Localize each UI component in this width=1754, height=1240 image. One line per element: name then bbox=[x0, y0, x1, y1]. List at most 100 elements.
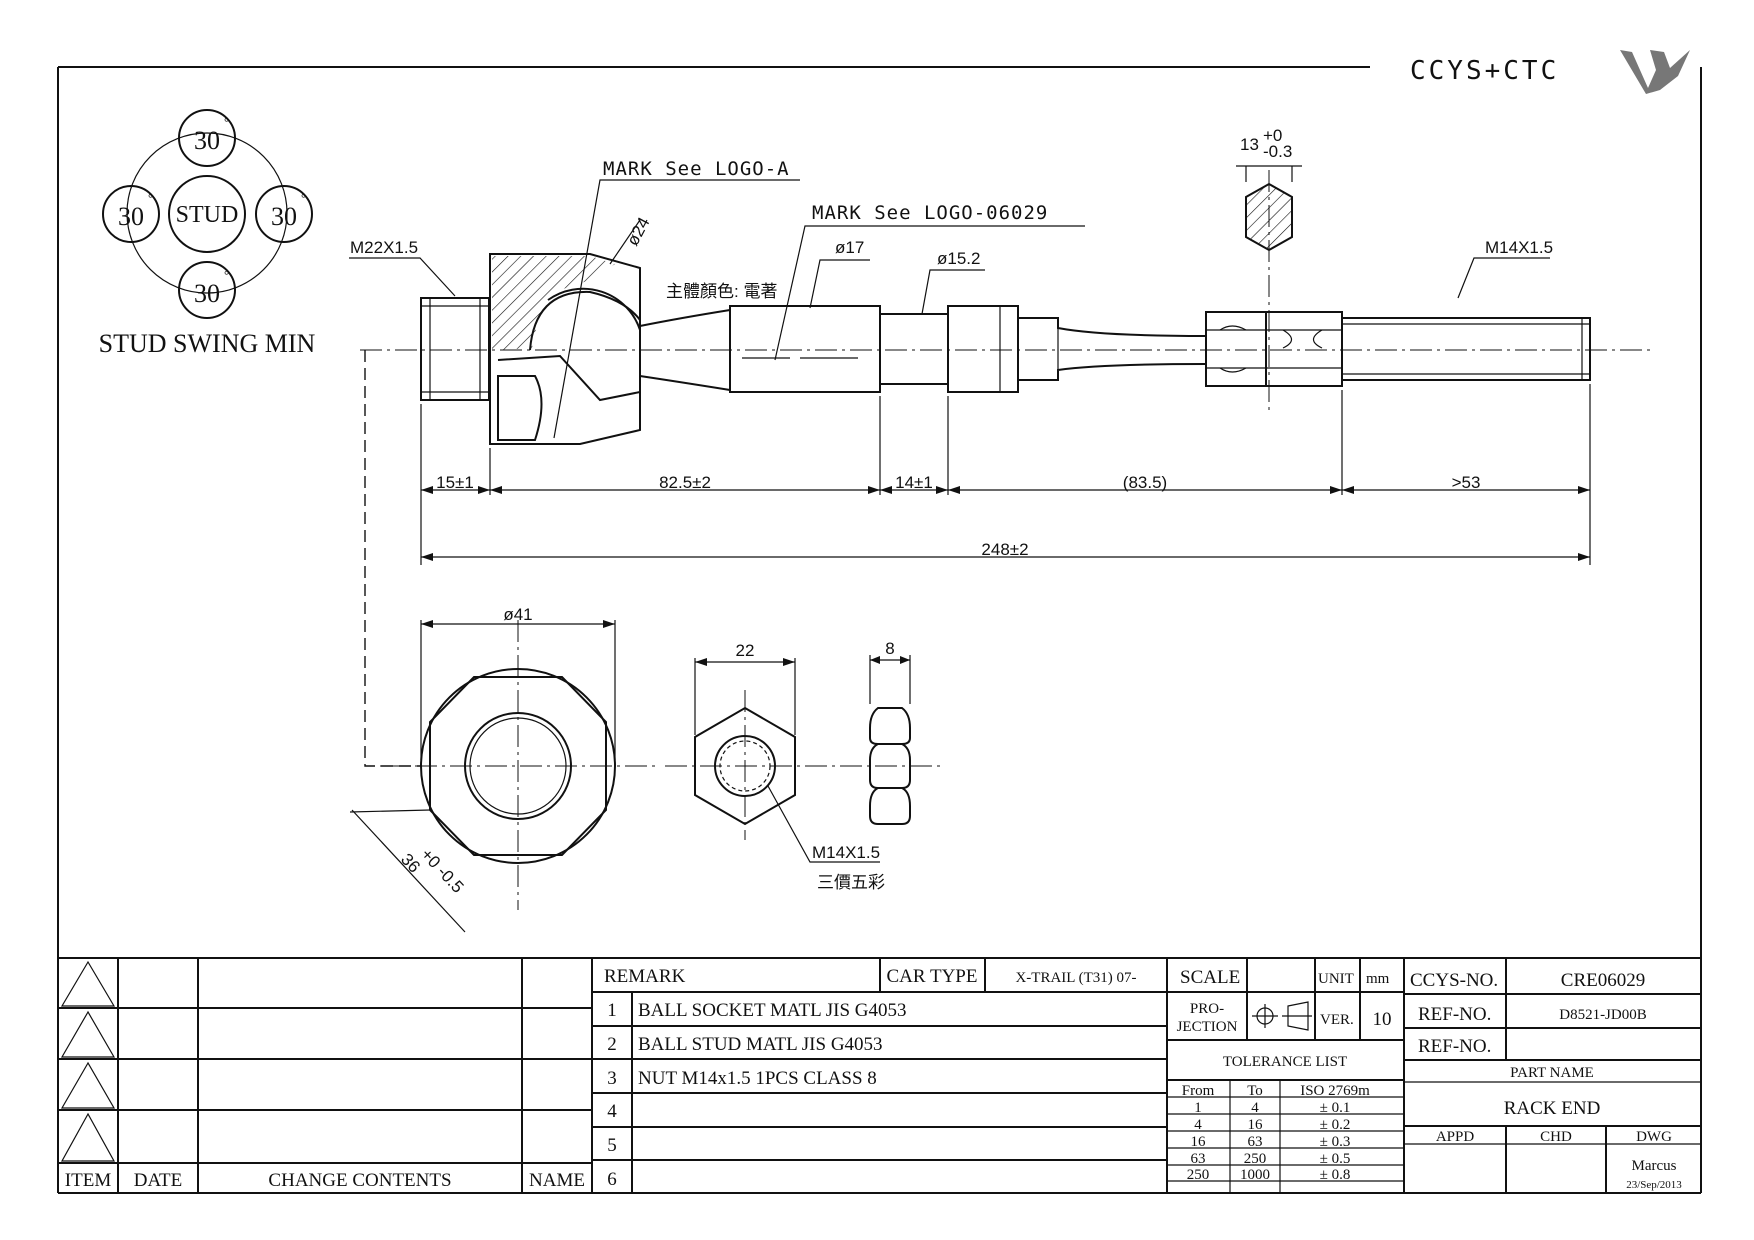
car-type-label: CAR TYPE bbox=[887, 966, 978, 987]
dim-15: 15±1 bbox=[436, 473, 474, 492]
thread-right-callout: M14X1.5 bbox=[1485, 238, 1553, 257]
stud-swing-angle-bottom: 30 bbox=[194, 279, 220, 308]
tolerance-cell: 250 bbox=[1244, 1151, 1267, 1167]
projection-label: JECTION bbox=[1177, 1019, 1238, 1035]
nut-side-view: 8 bbox=[869, 639, 911, 825]
remark-text: BALL SOCKET MATL JIS G4053 bbox=[638, 1000, 906, 1021]
remark-header: REMARK bbox=[604, 966, 686, 987]
appd-label: APPD bbox=[1436, 1129, 1475, 1145]
brand-emblem-icon bbox=[1620, 50, 1690, 94]
mark-logo-a-callout: MARK See LOGO-A bbox=[603, 158, 790, 180]
remark-no: 2 bbox=[607, 1034, 617, 1055]
ref-no2-label: REF-NO. bbox=[1418, 1036, 1491, 1057]
title-block: ITEM DATE CHANGE CONTENTS NAME REMARK CA… bbox=[58, 957, 1701, 1193]
remark-no: 4 bbox=[607, 1101, 617, 1122]
tolerance-cell: 1000 bbox=[1240, 1167, 1270, 1183]
brand-logo-text: CCYS+CTC bbox=[1410, 56, 1559, 86]
dwg-label: DWG bbox=[1636, 1129, 1672, 1145]
part-name-label: PART NAME bbox=[1510, 1065, 1594, 1081]
unit-label: UNIT bbox=[1318, 971, 1354, 987]
tolerance-cell: ± 0.2 bbox=[1320, 1117, 1351, 1133]
remark-no: 5 bbox=[607, 1135, 617, 1156]
degree-symbol: ° bbox=[224, 267, 229, 282]
remark-no: 6 bbox=[607, 1169, 617, 1190]
stud-swing-angle-left: 30 bbox=[118, 202, 144, 231]
scale-label: SCALE bbox=[1180, 967, 1240, 988]
nut-finish-note: 三價五彩 bbox=[817, 873, 885, 892]
hex-dim-label: 13 bbox=[1240, 135, 1259, 154]
dim-82-5: 82.5±2 bbox=[659, 473, 711, 492]
hex-dim-tol-lower: -0.3 bbox=[1263, 142, 1292, 161]
tolerance-cell: ± 0.8 bbox=[1320, 1167, 1351, 1183]
tolerance-cell: ± 0.3 bbox=[1320, 1134, 1351, 1150]
tolerance-cell: 4 bbox=[1194, 1117, 1202, 1133]
callouts: MARK See LOGO-A MARK See LOGO-06029 主體顏色… bbox=[349, 158, 1553, 439]
ref-no-label: REF-NO. bbox=[1418, 1004, 1491, 1025]
body-color-note: 主體顏色: 電著 bbox=[666, 282, 777, 301]
tolerance-title: TOLERANCE LIST bbox=[1223, 1054, 1347, 1070]
remark-text: NUT M14x1.5 1PCS CLASS 8 bbox=[638, 1068, 877, 1089]
remark-no: 1 bbox=[607, 1000, 617, 1021]
tolerance-cell: 16 bbox=[1248, 1117, 1264, 1133]
ccys-no-label: CCYS-NO. bbox=[1410, 970, 1498, 991]
degree-symbol: ° bbox=[301, 190, 306, 205]
tolerance-cell: 250 bbox=[1187, 1167, 1210, 1183]
ccys-no-value: CRE06029 bbox=[1561, 970, 1645, 991]
tolerance-cell: 1 bbox=[1194, 1100, 1202, 1116]
tolerance-cell: ± 0.5 bbox=[1320, 1151, 1351, 1167]
view-projection-line bbox=[364, 350, 420, 767]
hex-dim-tol-upper: +0 bbox=[1263, 126, 1282, 145]
tolerance-cell: ± 0.1 bbox=[1320, 1100, 1351, 1116]
part-name-value: RACK END bbox=[1504, 1098, 1601, 1119]
tolerance-cell: 63 bbox=[1191, 1151, 1206, 1167]
sheet-border bbox=[57, 66, 1702, 1194]
tolerance-cell: 4 bbox=[1251, 1100, 1259, 1116]
dwg-name: Marcus bbox=[1632, 1158, 1677, 1174]
col-name: NAME bbox=[529, 1170, 585, 1191]
ver-label: VER. bbox=[1320, 1012, 1354, 1028]
col-date: DATE bbox=[134, 1170, 183, 1191]
degree-symbol: ° bbox=[224, 114, 229, 129]
unit-value: mm bbox=[1366, 971, 1390, 987]
degree-symbol: ° bbox=[148, 190, 153, 205]
stud-swing-angle-top: 30 bbox=[194, 126, 220, 155]
dia-24-label: ø24 bbox=[623, 214, 654, 249]
dia-15-2-label: ø15.2 bbox=[937, 249, 980, 268]
nut-front-view: 22 M14X1.5 三價五彩 bbox=[665, 641, 945, 892]
car-type-value: X-TRAIL (T31) 07- bbox=[1015, 970, 1136, 986]
dia-17-label: ø17 bbox=[835, 238, 864, 257]
third-angle-projection-icon bbox=[1252, 1001, 1312, 1031]
ref-no-value: D8521-JD00B bbox=[1559, 1007, 1647, 1023]
col-change-contents: CHANGE CONTENTS bbox=[268, 1170, 451, 1191]
dim-total-248: 248±2 bbox=[981, 540, 1028, 559]
dwg-date: 23/Sep/2013 bbox=[1626, 1179, 1682, 1191]
stud-swing-title: STUD SWING MIN bbox=[99, 329, 316, 358]
dim-83-5: (83.5) bbox=[1123, 473, 1167, 492]
projection-label: PRO- bbox=[1190, 1001, 1224, 1017]
stud-swing-angle-right: 30 bbox=[271, 202, 297, 231]
stud-label: STUD bbox=[176, 202, 239, 228]
revision-triangle-icon bbox=[60, 960, 116, 1162]
dim-53: >53 bbox=[1452, 473, 1481, 492]
remark-no: 3 bbox=[607, 1068, 617, 1089]
dim-dia-41: ø41 bbox=[503, 605, 532, 624]
tolerance-header: ISO 2769m bbox=[1300, 1083, 1370, 1099]
chd-label: CHD bbox=[1540, 1129, 1572, 1145]
dimension-chain: 15±1 82.5±2 14±1 (83.5) >53 248±2 bbox=[420, 384, 1591, 565]
dim-nut-8: 8 bbox=[885, 639, 894, 658]
tolerance-header: From bbox=[1182, 1083, 1215, 1099]
dim-nut-22: 22 bbox=[736, 641, 755, 660]
stud-swing-diagram: 30 ° 30 ° 30 ° 30 ° STUD STUD SWING MIN bbox=[99, 109, 316, 358]
mark-logo-06029-callout: MARK See LOGO-06029 bbox=[812, 202, 1048, 224]
tolerance-header: To bbox=[1247, 1083, 1263, 1099]
hex-section-view: 13 +0 -0.3 bbox=[1236, 126, 1302, 410]
tolerance-cell: 16 bbox=[1191, 1134, 1207, 1150]
ver-value: 10 bbox=[1373, 1009, 1392, 1030]
tolerance-cell: 63 bbox=[1248, 1134, 1263, 1150]
nut-thread-callout: M14X1.5 bbox=[812, 843, 880, 862]
thread-left-callout: M22X1.5 bbox=[350, 238, 418, 257]
brand-logo: CCYS+CTC bbox=[1410, 50, 1690, 94]
flange-end-view: ø41 36 +0 -0.5 bbox=[349, 605, 660, 933]
col-item: ITEM bbox=[65, 1170, 112, 1191]
